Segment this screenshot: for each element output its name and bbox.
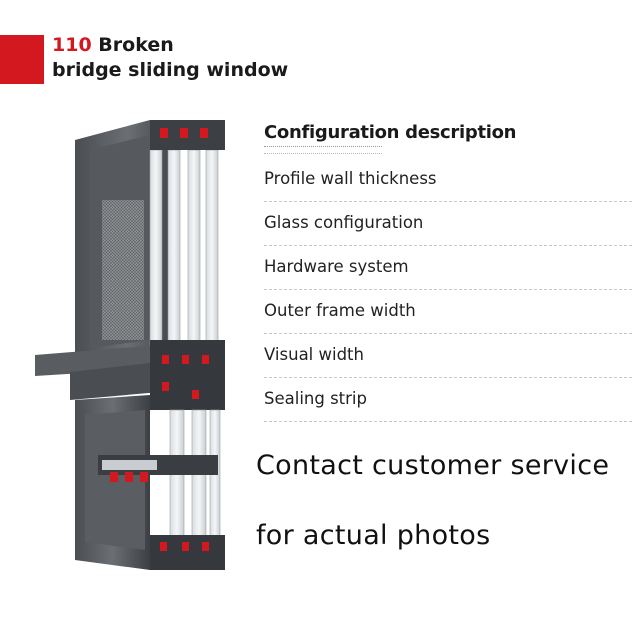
notice-line-1: Contact customer service <box>256 450 610 481</box>
window-profile-cross-section-image <box>35 120 225 570</box>
title-number: 110 <box>52 34 92 56</box>
configuration-heading: Configuration description <box>264 122 517 143</box>
spec-row-profile-wall-thickness: Profile wall thickness <box>264 158 632 202</box>
spec-label: Profile wall thickness <box>264 169 437 188</box>
spec-row-outer-frame-width: Outer frame width <box>264 290 632 334</box>
spec-row-sealing-strip: Sealing strip <box>264 378 632 422</box>
title-text-line2: bridge sliding window <box>52 59 289 81</box>
spec-row-visual-width: Visual width <box>264 334 632 378</box>
notice-line-2: for actual photos <box>256 520 491 551</box>
heading-underline-decoration <box>264 146 382 154</box>
specification-list: Profile wall thickness Glass configurati… <box>264 158 632 422</box>
spec-label: Sealing strip <box>264 389 367 408</box>
product-title: 110 Broken bridge sliding window <box>52 33 288 83</box>
title-text-line1: Broken <box>98 34 174 56</box>
spec-label: Visual width <box>264 345 364 364</box>
spec-row-hardware-system: Hardware system <box>264 246 632 290</box>
spec-label: Hardware system <box>264 257 409 276</box>
red-accent-block <box>0 35 44 84</box>
spec-label: Glass configuration <box>264 213 424 232</box>
spec-label: Outer frame width <box>264 301 416 320</box>
spec-row-glass-configuration: Glass configuration <box>264 202 632 246</box>
